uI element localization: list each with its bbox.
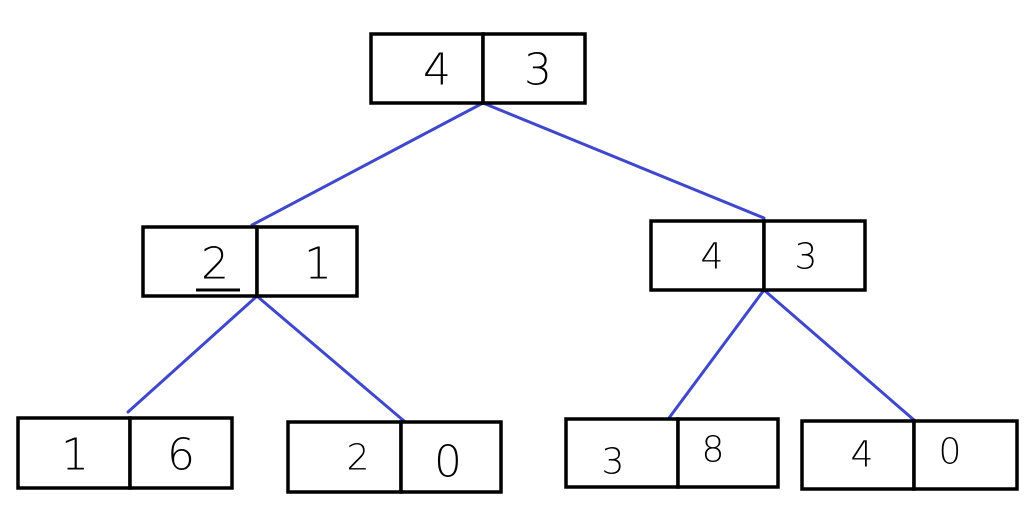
node-cell-right [912,419,1019,491]
node-value-right: 0 [434,437,462,488]
node-value-left: 2 [201,239,229,290]
node-value-right: 8 [702,430,725,471]
edge-right-to-leaf-4 [762,288,916,422]
node-value-left: 4 [701,237,724,278]
tree-leaf-3: 3 8 [564,417,780,489]
edge-right-to-leaf-3 [667,288,766,420]
node-cell-right [676,417,780,489]
tree-leaf-1: 1 6 [16,416,234,490]
node-cell-left [369,32,485,105]
tree-node-level1-left: 2 1 [141,225,359,298]
node-cell-left [649,219,766,292]
node-cell-right [762,219,867,292]
tree-edges [126,101,916,423]
node-cell-left [16,416,132,490]
node-value-left: 3 [602,442,625,483]
node-value-right: 0 [939,432,962,473]
node-cell-left [141,225,259,298]
node-value-right: 1 [304,239,332,290]
node-cell-right [481,32,587,105]
edge-root-to-left [250,101,485,227]
node-cell-right [399,420,503,494]
tree-leaf-4: 4 0 [800,419,1019,491]
node-value-left: 4 [423,45,451,96]
edge-left-to-leaf-1 [126,295,258,414]
node-value-left: 1 [61,430,89,481]
tree-leaf-2: 2 0 [286,420,503,494]
edge-left-to-leaf-2 [256,295,406,423]
tree-node-level1-right: 4 3 [649,219,867,292]
node-value-right: 6 [167,430,195,481]
node-value-right: 3 [524,45,552,96]
node-cell-right [255,225,359,298]
node-value-left: 2 [347,438,370,479]
node-value-right: 3 [795,237,818,278]
tree-node-root: 4 3 [369,32,587,105]
node-cell-right [128,416,234,490]
edge-root-to-right [481,101,766,220]
node-value-left: 4 [851,435,874,476]
node-cell-left [286,420,403,494]
